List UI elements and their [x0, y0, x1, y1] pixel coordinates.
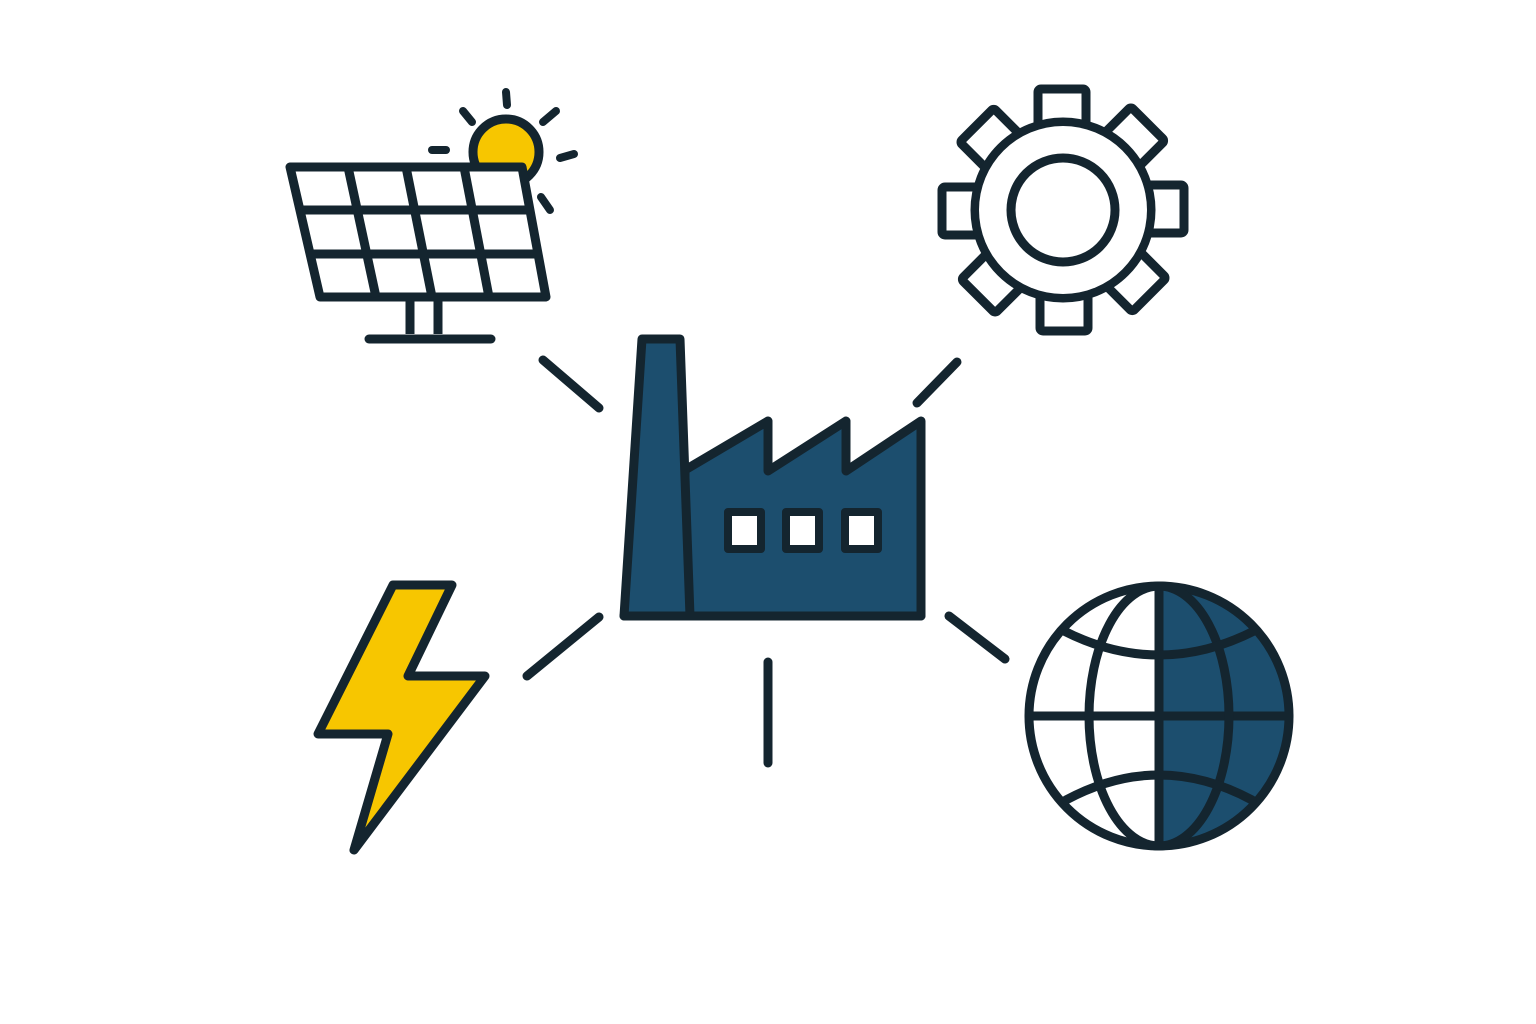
factory-window	[782, 508, 823, 553]
globe-lines	[1024, 581, 1294, 851]
lightning-bolt-icon	[313, 580, 490, 855]
solar-panel-grid	[300, 166, 538, 298]
connector-solar	[538, 355, 604, 413]
connector-lines	[522, 355, 1010, 768]
factory-window	[724, 508, 765, 553]
solar-panel-icon	[285, 88, 578, 344]
sun-rays	[428, 88, 578, 214]
gear-hole	[1006, 153, 1120, 267]
connector-globe	[944, 611, 1010, 664]
factory-icon	[619, 334, 926, 621]
solar-panel-stand	[405, 297, 443, 334]
globe-icon	[1024, 581, 1294, 851]
connector-gear	[912, 357, 962, 408]
factory-window	[841, 508, 882, 553]
gear-icon	[937, 84, 1189, 336]
connector-lightning	[522, 612, 604, 681]
factory-windows	[724, 508, 882, 553]
factory-chimney	[619, 334, 695, 621]
